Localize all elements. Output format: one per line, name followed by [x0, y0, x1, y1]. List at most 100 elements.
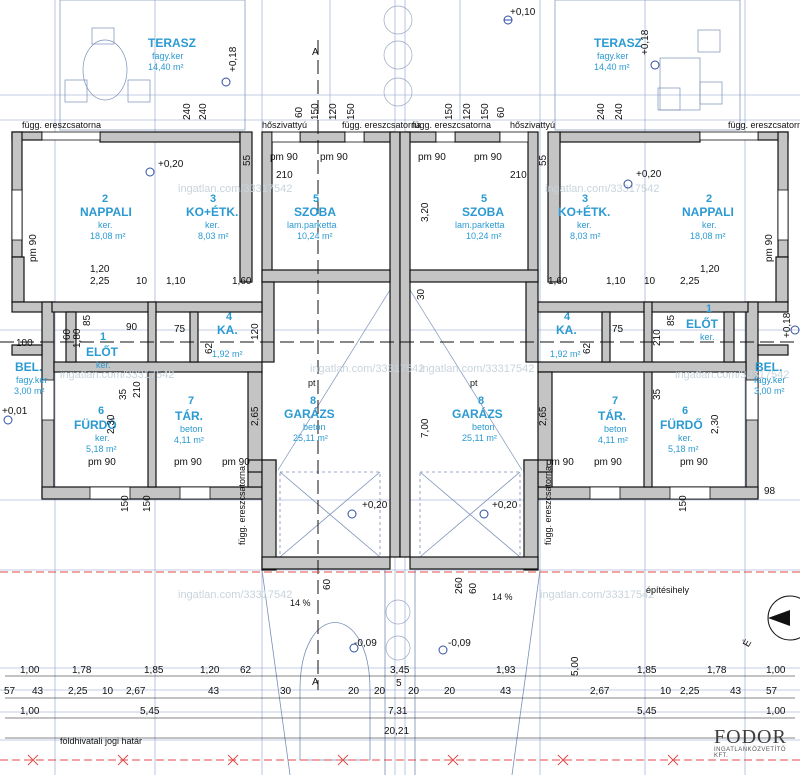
svg-text:240: 240	[198, 103, 209, 120]
svg-text:1,92 m²: 1,92 m²	[212, 349, 243, 359]
svg-text:fagy.ker: fagy.ker	[754, 375, 785, 385]
dimension-total: 20,21	[384, 726, 409, 737]
garden-pavers	[383, 5, 413, 661]
svg-text:1,10: 1,10	[606, 276, 626, 287]
svg-text:210: 210	[652, 329, 663, 346]
svg-text:pm 90: pm 90	[174, 457, 202, 468]
svg-text:60: 60	[294, 106, 305, 118]
svg-text:4,11 m²: 4,11 m²	[174, 435, 204, 445]
svg-text:4: 4	[226, 311, 233, 323]
svg-text:1,00: 1,00	[766, 665, 786, 676]
svg-text:ker.: ker.	[678, 433, 693, 443]
svg-text:6: 6	[682, 405, 688, 417]
svg-text:8: 8	[310, 395, 316, 407]
svg-text:4,11 m²: 4,11 m²	[598, 435, 628, 445]
svg-text:2: 2	[102, 193, 108, 205]
svg-text:150: 150	[310, 103, 321, 120]
svg-text:10: 10	[660, 686, 672, 697]
svg-text:hőszivattyú: hőszivattyú	[262, 120, 307, 130]
svg-text:5,18 m²: 5,18 m²	[86, 444, 117, 454]
svg-text:ELŐT: ELŐT	[86, 344, 119, 359]
svg-text:10,24 m²: 10,24 m²	[297, 231, 333, 241]
svg-text:10: 10	[102, 686, 114, 697]
north-arrow-icon: É	[740, 595, 800, 650]
svg-text:10: 10	[644, 276, 656, 287]
svg-text:14 %: 14 %	[290, 598, 311, 608]
svg-text:60: 60	[322, 578, 333, 590]
svg-text:+0,18: +0,18	[640, 29, 651, 55]
section-line	[0, 40, 800, 690]
svg-text:5: 5	[313, 193, 319, 205]
svg-text:98: 98	[764, 486, 776, 497]
svg-text:150: 150	[346, 103, 357, 120]
svg-text:3,00 m²: 3,00 m²	[14, 386, 45, 396]
svg-text:2,30: 2,30	[710, 414, 721, 434]
svg-text:1,78: 1,78	[707, 665, 727, 676]
svg-text:1,20: 1,20	[90, 264, 110, 275]
terrace-right	[554, 0, 741, 131]
svg-text:3,45: 3,45	[390, 665, 410, 676]
svg-text:É: É	[740, 637, 755, 650]
svg-text:NAPPALI: NAPPALI	[80, 205, 132, 219]
svg-text:90: 90	[126, 322, 138, 333]
svg-text:beton: beton	[472, 422, 495, 432]
svg-text:beton: beton	[604, 424, 627, 434]
svg-text:62: 62	[582, 342, 593, 354]
svg-text:57: 57	[4, 686, 16, 697]
svg-text:150: 150	[480, 103, 491, 120]
svg-text:43: 43	[208, 686, 220, 697]
svg-text:KA.: KA.	[556, 323, 577, 337]
svg-text:+0,20: +0,20	[492, 500, 518, 511]
svg-text:1,20: 1,20	[200, 665, 220, 676]
svg-text:pt: pt	[470, 378, 478, 388]
svg-text:30: 30	[416, 288, 427, 300]
watermark: ingatlan.com/33317542	[545, 183, 659, 195]
plot-boundary	[0, 571, 800, 761]
svg-text:7: 7	[612, 395, 618, 407]
svg-text:62: 62	[204, 342, 215, 354]
dimension-row-3: 1,00 5,45 5 7,31 5,45 1,00	[20, 678, 786, 717]
watermark: ingatlan.com/33317542	[60, 369, 174, 381]
svg-text:GARÁZS: GARÁZS	[284, 406, 335, 421]
svg-text:GARÁZS: GARÁZS	[452, 406, 503, 421]
watermark: ingatlan.com/33317542	[178, 589, 292, 601]
svg-text:pm 90: pm 90	[594, 457, 622, 468]
svg-text:TERASZ: TERASZ	[148, 36, 196, 50]
brand-logo: FODOR INGATLANKÖZVETÍTŐ KFT.	[714, 726, 798, 766]
svg-text:pt: pt	[308, 378, 316, 388]
svg-text:3: 3	[210, 193, 216, 205]
svg-text:pm 90: pm 90	[320, 152, 348, 163]
svg-text:55: 55	[538, 154, 549, 166]
svg-text:2,67: 2,67	[590, 686, 610, 697]
svg-text:3,00 m²: 3,00 m²	[754, 386, 785, 396]
svg-text:fagy.ker: fagy.ker	[152, 51, 183, 61]
dimension-row-1: 1,00 1,78 1,85 1,20 62 3,45 1,93 1,85 1,…	[20, 665, 786, 676]
svg-text:210: 210	[132, 381, 143, 398]
watermark: ingatlan.com/33317542	[420, 363, 534, 375]
svg-text:57: 57	[766, 686, 778, 697]
svg-text:+0,18: +0,18	[782, 312, 793, 338]
boundary-markers	[27, 754, 679, 766]
svg-text:60: 60	[468, 582, 479, 594]
svg-text:1,85: 1,85	[637, 665, 657, 676]
svg-text:5,18 m²: 5,18 m²	[668, 444, 699, 454]
svg-text:2,67: 2,67	[126, 686, 146, 697]
svg-text:pm 90: pm 90	[28, 234, 39, 262]
svg-text:1,78: 1,78	[72, 665, 92, 676]
svg-text:7,00: 7,00	[420, 418, 431, 438]
svg-text:+0,01: +0,01	[2, 406, 28, 417]
svg-text:4: 4	[564, 311, 571, 323]
svg-text:10: 10	[136, 276, 148, 287]
svg-text:150: 150	[142, 495, 153, 512]
svg-text:TERASZ: TERASZ	[594, 36, 642, 50]
room-labels-left: TERASZ fagy.ker 14,40 m² 2 NAPPALI ker. …	[14, 36, 337, 454]
svg-text:ELŐT: ELŐT	[686, 316, 719, 331]
svg-text:150: 150	[444, 103, 455, 120]
svg-text:7,31: 7,31	[388, 706, 408, 717]
svg-text:5,45: 5,45	[637, 706, 657, 717]
svg-text:+0,20: +0,20	[362, 500, 388, 511]
svg-text:függ. ereszcsatorna: függ. ereszcsatorna	[22, 120, 101, 130]
svg-text:pm 90: pm 90	[270, 152, 298, 163]
svg-text:2,30: 2,30	[106, 414, 117, 434]
